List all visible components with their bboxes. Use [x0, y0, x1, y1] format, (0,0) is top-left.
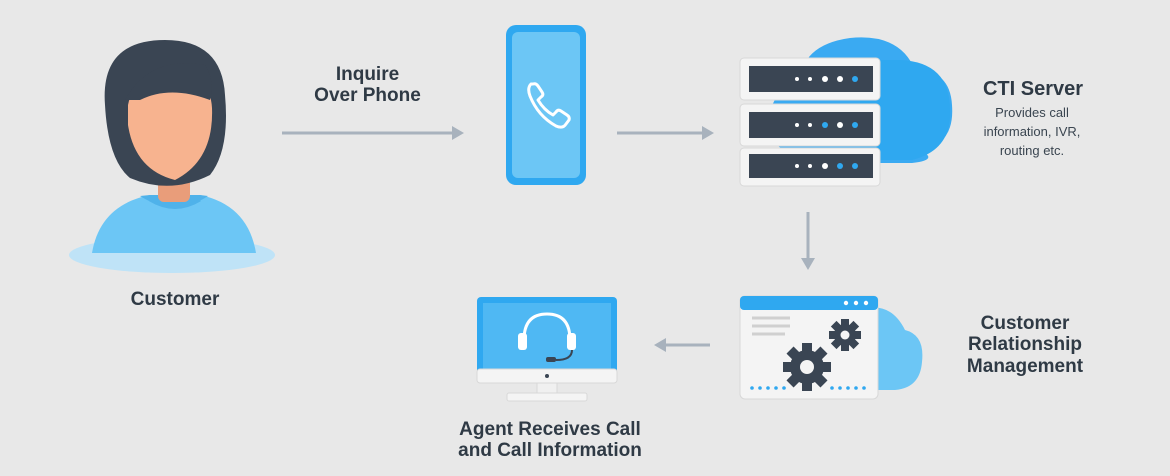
arrow-right-2: [617, 126, 714, 140]
small-gear-icon: [829, 319, 861, 351]
arrow-right-1: [282, 126, 464, 140]
agent-line2: and Call Information: [458, 440, 642, 462]
crm-line1: Customer: [980, 313, 1070, 334]
agent-line1: Agent Receives Call: [459, 419, 641, 440]
cti-server-icon: [739, 37, 953, 187]
crm-settings-icon: [739, 295, 923, 400]
cti-desc-line1: Provides call: [995, 105, 1069, 120]
crm-label: Customer Relationship Management: [945, 313, 1105, 377]
crm-line3: Management: [966, 355, 1084, 377]
arrow-left: [654, 338, 710, 352]
cti-server-title: CTI Server: [982, 78, 1084, 100]
inquire-line1: Inquire: [335, 64, 400, 85]
customer-label: Customer: [130, 289, 220, 310]
cti-server-description: Provides call information, IVR, routing …: [960, 104, 1104, 161]
headset-icon: [518, 312, 576, 362]
agent-monitor-icon: [476, 297, 618, 402]
cti-desc-line2: information, IVR,: [983, 123, 1081, 139]
smartphone-icon: [506, 25, 586, 185]
customer-avatar-icon: [69, 40, 275, 273]
agent-label: Agent Receives Call and Call Information: [415, 419, 685, 462]
arrow-down: [801, 212, 815, 270]
crm-line2: Relationship: [967, 334, 1082, 356]
inquire-line2: Over Phone: [314, 85, 421, 107]
large-gear-icon: [783, 343, 831, 391]
cti-desc-line3: routing etc.: [999, 142, 1065, 158]
inquire-label: Inquire Over Phone: [300, 64, 435, 107]
